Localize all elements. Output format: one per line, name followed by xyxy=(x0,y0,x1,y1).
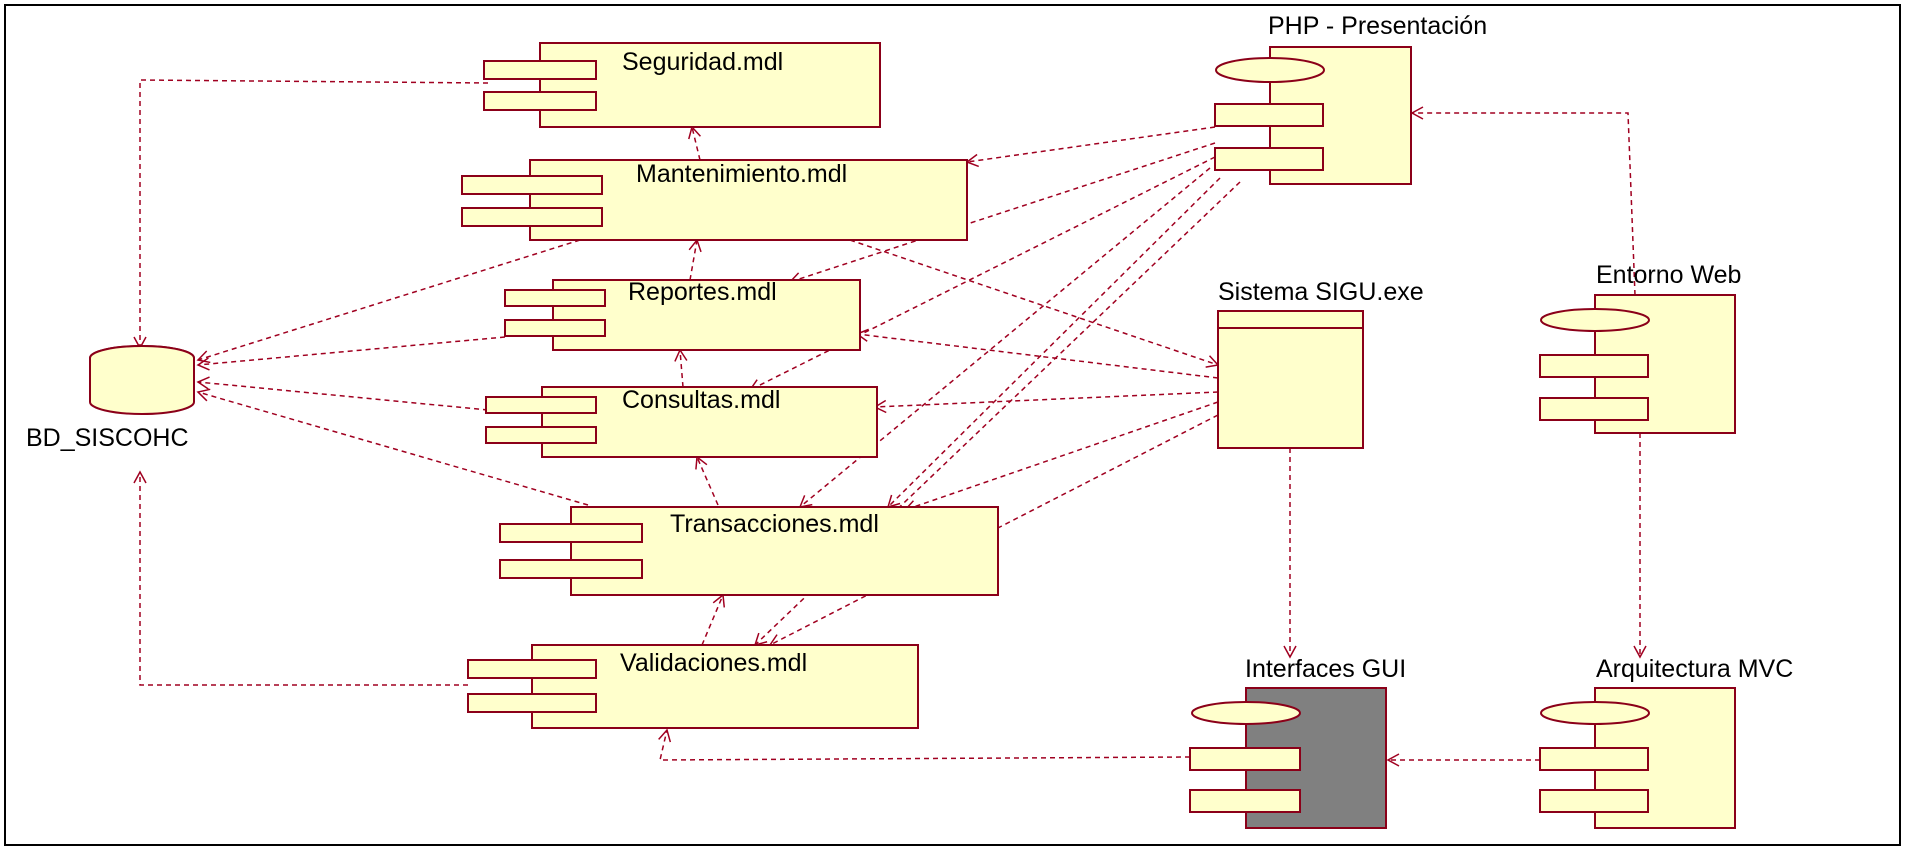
component-reportes[interactable]: Reportes.mdl xyxy=(504,278,861,351)
dep-sigu-transacciones xyxy=(903,401,1219,513)
diagram-frame xyxy=(4,4,1901,846)
dep-transacciones-bd xyxy=(196,388,589,506)
component-interfaces-gui[interactable]: Interfaces GUI xyxy=(1189,655,1406,829)
component-interface xyxy=(1540,308,1650,332)
component-label-seguridad: Seguridad.mdl xyxy=(622,48,783,76)
dep-sigu-reportes xyxy=(855,328,1219,379)
component-arquitectura-mvc[interactable]: Arquitectura MVC xyxy=(1539,655,1793,829)
component-consultas[interactable]: Consultas.mdl xyxy=(485,386,878,458)
component-port xyxy=(504,289,606,307)
dep-seguridad-bd xyxy=(133,79,489,350)
component-body xyxy=(1217,310,1364,449)
component-entorno-web[interactable]: Entorno Web xyxy=(1539,261,1741,434)
component-port xyxy=(485,396,597,414)
dep-validaciones-transacciones xyxy=(701,593,726,646)
component-port xyxy=(1214,147,1324,171)
component-port xyxy=(467,693,597,713)
dep-sigu-validaciones xyxy=(768,414,1219,647)
component-sistema-sigu[interactable]: Sistema SIGU.exe xyxy=(1217,278,1424,449)
database-cylinder-top xyxy=(89,345,195,359)
dep-transacciones-consultas xyxy=(695,455,719,506)
component-port xyxy=(483,91,597,111)
component-label-interfaces: Interfaces GUI xyxy=(1245,655,1406,683)
component-label-mantenimiento: Mantenimiento.mdl xyxy=(636,160,847,188)
component-label-transacciones: Transacciones.mdl xyxy=(670,510,879,538)
component-port xyxy=(485,426,597,444)
dep-validaciones-bd xyxy=(133,470,468,686)
component-body xyxy=(541,386,878,458)
component-transacciones[interactable]: Transacciones.mdl xyxy=(499,506,999,596)
component-label-entorno: Entorno Web xyxy=(1596,261,1741,289)
dep-consultas-bd xyxy=(196,376,489,411)
dep-mantenimiento-sigu xyxy=(849,239,1220,368)
dep-entorno-php xyxy=(1410,106,1636,296)
dep-mantenimiento-bd xyxy=(196,239,581,364)
component-port xyxy=(461,175,603,195)
component-port xyxy=(1214,103,1324,127)
dep-reportes-bd xyxy=(196,336,506,371)
dep-sigu-consultas xyxy=(873,391,1219,414)
component-port xyxy=(461,207,603,227)
component-label-validaciones: Validaciones.mdl xyxy=(620,649,807,677)
database-bd-siscohc[interactable]: BD_SISCOHC xyxy=(26,345,195,452)
dep-mantenimiento-seguridad xyxy=(688,125,701,161)
component-mantenimiento[interactable]: Mantenimiento.mdl xyxy=(461,159,968,241)
component-port xyxy=(499,523,643,543)
dep-interfaces-validaciones xyxy=(658,728,1191,761)
component-port xyxy=(467,659,597,679)
component-seguridad[interactable]: Seguridad.mdl xyxy=(483,42,881,128)
dep-php-consultas xyxy=(748,156,1216,392)
component-port xyxy=(1189,747,1301,771)
component-label-consultas: Consultas.mdl xyxy=(622,386,780,414)
component-body xyxy=(539,42,881,128)
dep-php-mantenimiento xyxy=(965,126,1216,168)
component-php-presentacion[interactable]: PHP - Presentación xyxy=(1214,12,1487,185)
database-label: BD_SISCOHC xyxy=(26,424,189,452)
component-label-sigu: Sistema SIGU.exe xyxy=(1218,278,1424,306)
component-port xyxy=(504,319,606,337)
component-port xyxy=(1539,789,1649,813)
component-port xyxy=(1539,354,1649,378)
dep-consultas-reportes xyxy=(674,348,688,388)
component-interface xyxy=(1215,57,1325,83)
component-port xyxy=(1539,747,1649,771)
component-label-reportes: Reportes.mdl xyxy=(628,278,777,306)
component-port xyxy=(499,559,643,579)
component-interface xyxy=(1540,701,1650,725)
component-body xyxy=(570,506,999,596)
component-body xyxy=(531,644,919,729)
dep-php-transacciones-2 xyxy=(886,177,1221,509)
component-port xyxy=(1189,789,1301,813)
component-validaciones[interactable]: Validaciones.mdl xyxy=(467,644,919,729)
component-label-php: PHP - Presentación xyxy=(1268,12,1487,40)
component-port xyxy=(1539,397,1649,421)
dep-php-reportes xyxy=(788,142,1216,286)
dep-reportes-mantenimiento xyxy=(688,238,702,281)
component-label-mvc: Arquitectura MVC xyxy=(1596,655,1793,683)
component-interface xyxy=(1191,701,1301,725)
component-port xyxy=(483,60,597,80)
